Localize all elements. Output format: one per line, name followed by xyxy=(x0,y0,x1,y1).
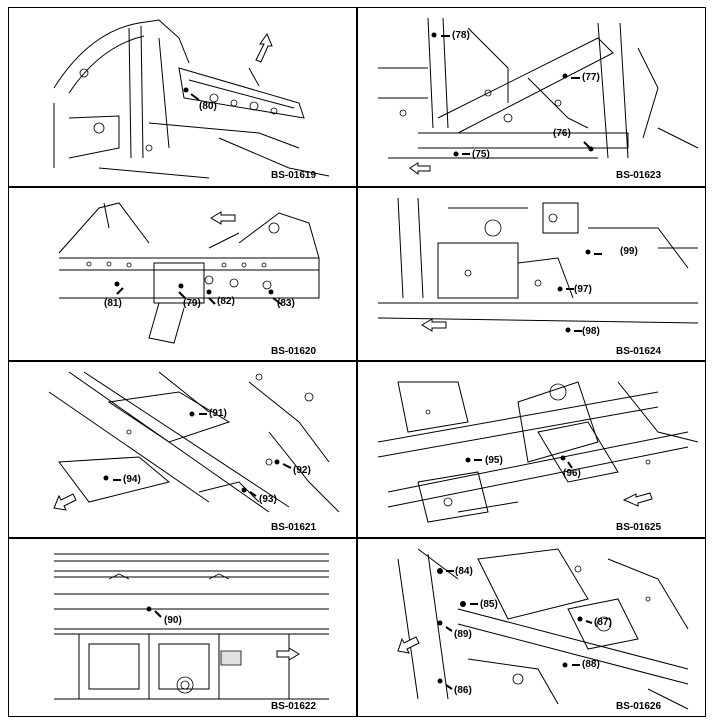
direction-arrow-icon xyxy=(255,32,273,63)
callout-92: (92) xyxy=(293,465,311,476)
direction-arrow-icon xyxy=(397,636,420,654)
arrow-87 xyxy=(585,620,593,624)
panel-4-line-drawing xyxy=(377,197,699,333)
grid-divider-vertical xyxy=(356,7,358,717)
panel-code: BS-01620 xyxy=(271,346,317,357)
callout-85: (85) xyxy=(480,599,498,610)
panel-1-line-drawing xyxy=(53,19,330,179)
point-80-marker xyxy=(183,87,189,93)
callout-97: (97) xyxy=(574,284,592,295)
grid-divider-row-1 xyxy=(8,186,706,188)
callout-90: (90) xyxy=(164,615,182,626)
callout-94: (94) xyxy=(123,474,141,485)
callout-80: (80) xyxy=(199,101,217,112)
callout-82: (82) xyxy=(217,296,235,307)
panel-code: BS-01621 xyxy=(271,522,317,533)
panel-bs-01626: (84) (85) (89) (87) (88) (86) BS-01626 xyxy=(358,539,705,716)
direction-arrow-icon xyxy=(210,211,236,225)
arrow-83 xyxy=(272,297,282,305)
callout-95: (95) xyxy=(485,455,503,466)
direction-arrow-icon xyxy=(276,647,300,661)
arrow-90 xyxy=(154,610,162,618)
arrow-89 xyxy=(445,626,453,632)
panel-bs-01624: (99) (97) (98) BS-01624 xyxy=(358,188,705,359)
arrow-96 xyxy=(567,461,573,469)
callout-87: (87) xyxy=(594,617,612,628)
grid-divider-row-3 xyxy=(8,537,706,539)
arrow-92 xyxy=(282,463,292,469)
callout-91: (91) xyxy=(209,408,227,419)
callout-98: (98) xyxy=(582,326,600,337)
panel-7-line-drawing xyxy=(54,553,329,700)
arrow-80 xyxy=(190,93,200,101)
callout-83: (83) xyxy=(277,298,295,309)
callout-89: (89) xyxy=(454,629,472,640)
arrow-82 xyxy=(208,297,216,305)
direction-arrow-icon xyxy=(409,162,431,175)
panel-bs-01625: (95) (96) BS-01625 xyxy=(358,362,705,536)
arrow-79 xyxy=(178,291,186,299)
panel-bs-01621: (91) (92) (94) (93) BS-01621 xyxy=(9,362,355,536)
arrow-86 xyxy=(445,684,453,690)
callout-86: (86) xyxy=(454,685,472,696)
arrow-76 xyxy=(583,141,591,149)
panel-3-line-drawing xyxy=(58,202,320,344)
panel-bs-01619: (80) BS-01619 xyxy=(9,8,355,185)
direction-arrow-icon xyxy=(53,493,77,511)
direction-arrow-icon xyxy=(622,492,653,507)
arrow-93 xyxy=(249,491,257,497)
callout-93: (93) xyxy=(259,494,277,505)
callout-81: (81) xyxy=(104,298,122,309)
panel-bs-01622: (90) BS-01622 xyxy=(9,539,355,716)
panel-code: BS-01623 xyxy=(616,170,662,181)
callout-99: (99) xyxy=(620,246,638,257)
panel-code: BS-01626 xyxy=(616,701,662,712)
panel-bs-01620: (81) (79) (82) (83) BS-01620 xyxy=(9,188,355,359)
callout-75: (75) xyxy=(472,149,490,160)
panel-code: BS-01624 xyxy=(616,346,662,357)
panel-5-line-drawing xyxy=(48,371,340,513)
direction-arrow-icon xyxy=(421,318,447,332)
panel-2-line-drawing xyxy=(378,17,699,175)
panel-8-line-drawing xyxy=(397,548,689,710)
panel-code: BS-01622 xyxy=(271,701,317,712)
grid-divider-row-2 xyxy=(8,360,706,362)
arrow-81 xyxy=(116,287,124,295)
callout-88: (88) xyxy=(582,659,600,670)
callout-76: (76) xyxy=(553,128,571,139)
callout-77: (77) xyxy=(582,72,600,83)
callout-79: (79) xyxy=(183,298,201,309)
panel-6-line-drawing xyxy=(377,381,699,523)
callout-78: (78) xyxy=(452,30,470,41)
callout-84: (84) xyxy=(455,566,473,577)
callout-96: (96) xyxy=(563,468,581,479)
panel-code: BS-01625 xyxy=(616,522,662,533)
panel-bs-01623: (78) (77) (76) (75) BS-01623 xyxy=(358,8,705,185)
panel-code: BS-01619 xyxy=(271,170,317,181)
